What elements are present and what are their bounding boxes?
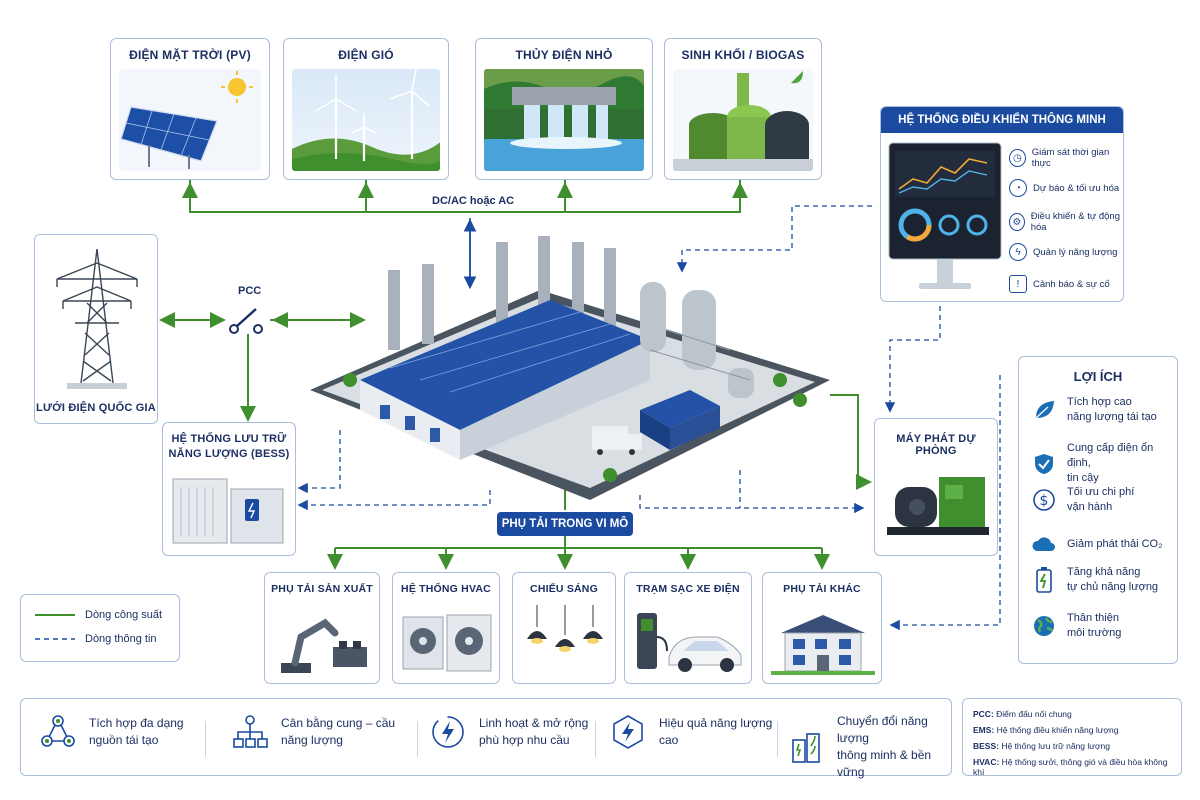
load-other-card: PHỤ TẢI KHÁC [762, 572, 882, 684]
warning-icon: ! [1009, 275, 1027, 293]
svg-text:$: $ [1040, 493, 1049, 509]
bess-card: HỆ THỐNG LƯU TRỮ NĂNG LƯỢNG (BESS) [162, 422, 296, 556]
dollar-icon: $ [1031, 487, 1057, 513]
co2-cloud-icon [1031, 531, 1057, 557]
ems-panel: HỆ THỐNG ĐIỀU KHIỂN THÔNG MINH (EMS) ◷Gi… [880, 106, 1124, 302]
leaf-icon [1031, 397, 1057, 423]
grid-title: LƯỚI ĐIỆN QUỐC GIA [36, 402, 156, 414]
pcc-switch-icon [229, 308, 263, 334]
wind-source-card: ĐIỆN GIÓ [283, 38, 449, 180]
wind-title: ĐIỆN GIÓ [338, 48, 394, 62]
abbr-hvac: HVAC: Hệ thống sưởi, thông gió và điều h… [973, 757, 1168, 777]
hydro-title: THỦY ĐIỆN NHỎ [515, 48, 613, 62]
load-lighting-card: CHIẾU SÁNG [512, 572, 616, 684]
national-grid-card: LƯỚI ĐIỆN QUỐC GIA [34, 234, 158, 424]
battery-container-icon [172, 478, 284, 544]
biomass-title: SINH KHỐI / BIOGAS [681, 48, 805, 62]
hydro-dam-image [484, 69, 644, 171]
divider [777, 721, 778, 757]
gear-icon: ⚙ [1009, 213, 1025, 231]
backup-generator-card: MÁY PHÁT DỰ PHÒNG [874, 418, 998, 556]
pv-title: ĐIỆN MẶT TRỜI (PV) [129, 48, 251, 62]
divider [595, 721, 596, 757]
load-ev-title: TRẠM SẠC XE ĐIỆN [636, 583, 740, 595]
hydro-source-card: THỦY ĐIỆN NHỎ [475, 38, 653, 180]
biomass-source-card: SINH KHỐI / BIOGAS [664, 38, 822, 180]
backup-title: MÁY PHÁT DỰ PHÒNG [896, 433, 976, 457]
bess-title-line2: NĂNG LƯỢNG (BESS) [168, 448, 290, 460]
robot-arm-icon [281, 618, 367, 673]
ems-item-monitoring: ◷Giám sát thời gian thực [1009, 147, 1123, 169]
benefit-item: Cung cấp điện ổn định,tin cậy [1031, 441, 1171, 486]
microgrid-loads-pill: PHỤ TẢI TRONG VI MÔ [497, 512, 633, 536]
shield-check-icon [1031, 451, 1057, 477]
ems-item-control: ⚙Điều khiển & tự động hóa [1009, 211, 1123, 233]
wind-turbine-image [292, 69, 440, 171]
gauge-icon: ◔ [1009, 179, 1027, 197]
transmission-tower-icon [56, 248, 138, 389]
network-icon [39, 713, 77, 751]
bess-title-line1: HỆ THỐNG LƯU TRỮ [171, 433, 287, 445]
divider [205, 721, 206, 757]
pcc-label: PCC [238, 285, 262, 297]
load-hvac-title: HỆ THỐNG HVAC [401, 583, 491, 595]
benefits-title: LỢI ÍCH [1073, 369, 1123, 384]
efficiency-icon [609, 713, 647, 751]
load-other-title: PHỤ TẢI KHÁC [783, 583, 861, 595]
legend-power: Dòng công suất [35, 609, 163, 621]
flexible-power-icon [429, 713, 467, 751]
ems-item-forecast: ◔Dự báo & tối ưu hóa [1009, 179, 1119, 197]
pv-source-card: ĐIỆN MẶT TRỜI (PV) [110, 38, 270, 180]
lamp-icon [527, 605, 603, 652]
solar-panel-image [119, 69, 261, 171]
ems-item-alert: !Cảnh báo & sự cố [1009, 275, 1110, 293]
abbr-ems: EMS: Hệ thống điều khiển năng lượng [973, 725, 1119, 735]
legend-info: Dòng thông tin [35, 633, 157, 645]
ev-charger-icon [637, 613, 742, 672]
hierarchy-icon [231, 713, 269, 751]
legend-box: Dòng công suất Dòng thông tin [20, 594, 180, 662]
dcac-label: DC/AC hoặc AC [432, 195, 515, 207]
load-hvac-card: HỆ THỐNG HVAC [392, 572, 500, 684]
load-production-card: PHỤ TẢI SẢN XUẤT [264, 572, 380, 684]
load-production-title: PHỤ TẢI SẢN XUẤT [271, 583, 373, 595]
industrial-park-illustration [310, 236, 830, 500]
smart-energy-icon [787, 728, 825, 766]
clock-icon: ◷ [1009, 149, 1026, 167]
abbreviation-box: PCC: Điểm đấu nối chung EMS: Hệ thống đi… [962, 698, 1182, 777]
building-icon [771, 615, 875, 675]
generator-icon [887, 477, 989, 535]
lightning-icon: ϟ [1009, 243, 1027, 261]
battery-icon [1031, 567, 1057, 593]
divider [417, 721, 418, 757]
load-lighting-title: CHIẾU SÁNG [530, 583, 598, 595]
ems-monitor-icon [888, 142, 1002, 289]
abbr-pcc: PCC: Điểm đấu nối chung [973, 709, 1072, 719]
load-ev-card: TRẠM SẠC XE ĐIỆN [624, 572, 752, 684]
benefit-item: Giảm phát thải CO₂ [1031, 531, 1171, 557]
ems-title: HỆ THỐNG ĐIỀU KHIỂN THÔNG MINH (EMS) [881, 107, 1123, 152]
hvac-unit-icon [402, 614, 492, 672]
biogas-plant-image [673, 69, 813, 171]
abbr-bess: BESS: Hệ thống lưu trữ năng lượng [973, 741, 1110, 751]
globe-icon [1031, 613, 1057, 639]
